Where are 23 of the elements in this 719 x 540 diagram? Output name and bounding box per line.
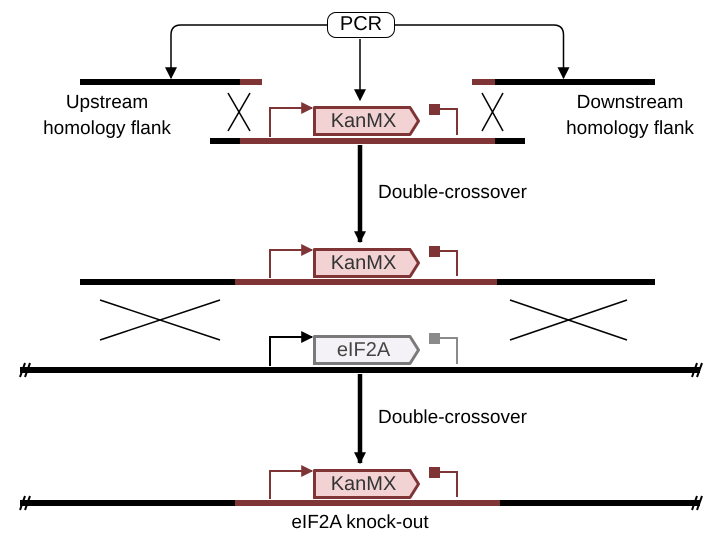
- arrow: [354, 39, 366, 102]
- arrow: [165, 24, 327, 80]
- dna-strand: [80, 279, 655, 285]
- dna-strand: [80, 79, 262, 85]
- promoter-arrow: [269, 465, 314, 499]
- strand-label: eIF2A knock-out: [290, 511, 430, 535]
- gene-block: KanMX: [313, 464, 420, 499]
- dna-strand: [20, 367, 700, 373]
- gene-block: KanMX: [313, 101, 420, 136]
- arrow: [354, 145, 366, 244]
- dna-strand: [472, 79, 655, 85]
- dna-strand: [20, 500, 700, 506]
- process-box: PCR: [327, 12, 395, 38]
- promoter-arrow: [269, 331, 314, 366]
- promoter-arrow: [269, 102, 314, 137]
- promoter-arrow: [269, 244, 314, 278]
- gene-block: KanMX: [313, 243, 420, 278]
- strand-label: Upstream homology flank: [42, 91, 172, 141]
- strand-label: Downstream homology flank: [565, 91, 695, 141]
- dna-strand: [210, 138, 525, 144]
- arrow: [354, 374, 366, 464]
- arrow: [395, 24, 570, 80]
- gene-block: eIF2A: [313, 330, 420, 365]
